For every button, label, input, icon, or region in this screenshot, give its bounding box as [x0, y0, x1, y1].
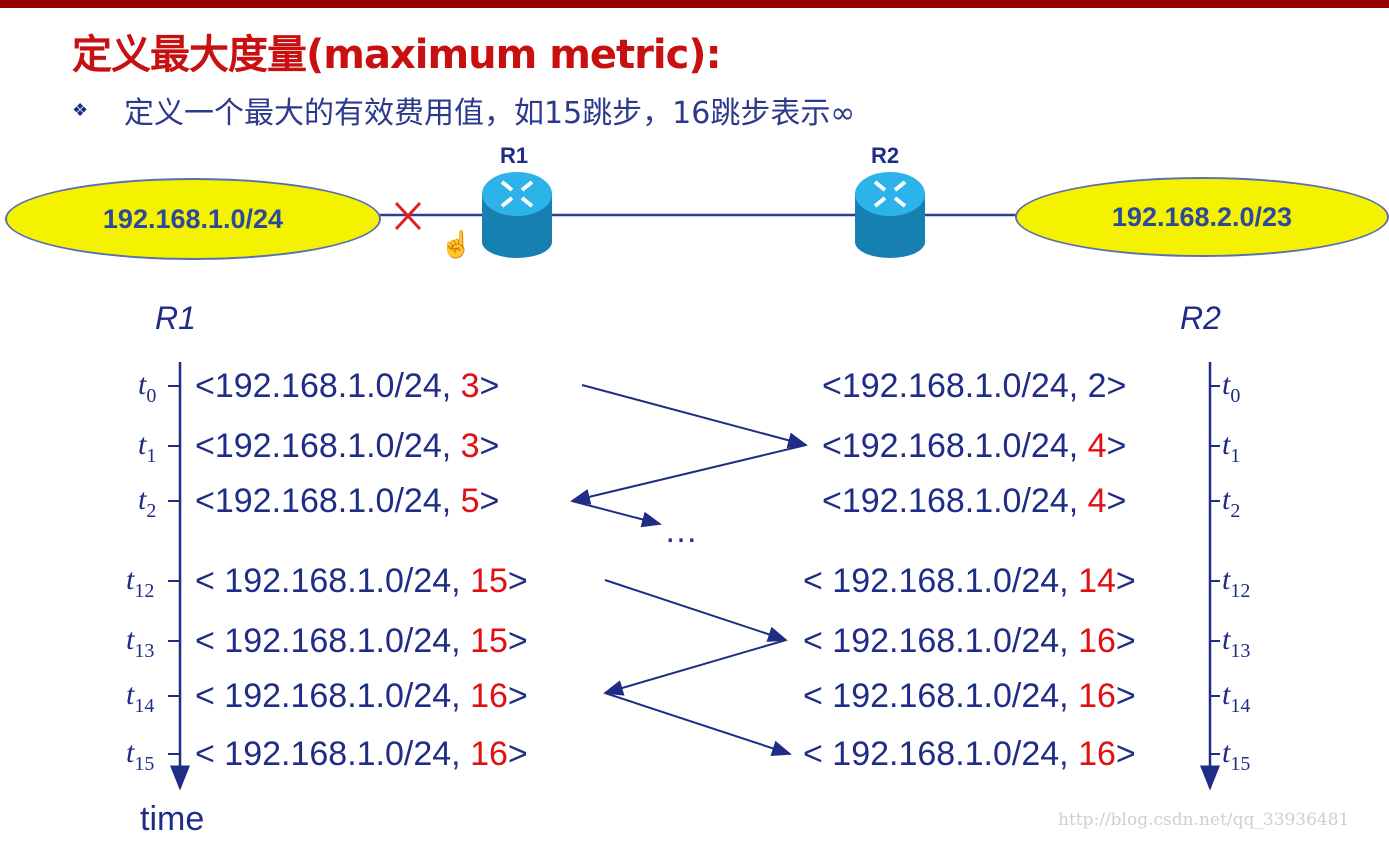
r2-route-entry: < 192.168.1.0/24, 16> — [803, 622, 1136, 660]
router2-label: R2 — [871, 143, 900, 168]
router-icon — [482, 172, 552, 258]
network-right: 192.168.2.0/23 — [1015, 177, 1389, 257]
r1-metric: 3 — [460, 367, 480, 405]
r1-route-entry: < 192.168.1.0/24, 16> — [195, 735, 528, 773]
r2-metric: 16 — [1078, 677, 1116, 715]
r1-route-entry: < 192.168.1.0/24, 16> — [195, 677, 528, 715]
r1-metric: 3 — [460, 427, 480, 465]
time-label-left: t15 — [126, 736, 155, 775]
time-label-right: t2 — [1222, 483, 1241, 522]
time-label-right: t15 — [1222, 736, 1251, 775]
time-label-left: t2 — [138, 483, 157, 522]
time-label-left: t12 — [126, 563, 155, 602]
time-label-right: t1 — [1222, 428, 1241, 467]
update-arrow — [604, 579, 788, 642]
ellipsis: … — [664, 512, 698, 550]
r1-route-entry: <192.168.1.0/24, 3> — [195, 427, 500, 465]
r1-metric: 5 — [460, 482, 480, 520]
update-arrow — [604, 692, 792, 756]
time-label-left: t1 — [138, 428, 157, 467]
network-left: 192.168.1.0/24 — [5, 178, 381, 260]
diamond-bullet-icon: ❖ — [72, 100, 89, 120]
update-arrow — [571, 500, 662, 528]
timeline-r1-label: R1 — [155, 300, 196, 336]
r1-route-entry: <192.168.1.0/24, 3> — [195, 367, 500, 405]
time-label-left: t14 — [126, 678, 155, 717]
router-icon — [855, 172, 925, 258]
r2-metric: 2 — [1087, 367, 1107, 405]
r1-metric: 16 — [470, 677, 508, 715]
r2-metric: 4 — [1087, 427, 1107, 465]
time-label-left: t13 — [126, 623, 155, 662]
update-arrow — [581, 384, 808, 449]
r2-route-entry: <192.168.1.0/24, 4> — [822, 427, 1127, 465]
r2-metric: 14 — [1078, 562, 1116, 600]
update-arrow — [603, 639, 787, 696]
watermark: http://blog.csdn.net/qq_33936481 — [1058, 810, 1350, 830]
time-label-right: t12 — [1222, 563, 1251, 602]
time-label-right: t14 — [1222, 678, 1251, 717]
slide-title: 定义最大度量(maximum metric): — [72, 32, 722, 78]
r2-metric: 4 — [1087, 482, 1107, 520]
r2-route-entry: <192.168.1.0/24, 4> — [822, 482, 1127, 520]
r1-metric: 15 — [470, 562, 508, 600]
time-label-right: t13 — [1222, 623, 1251, 662]
r2-route-entry: < 192.168.1.0/24, 14> — [803, 562, 1136, 600]
bullet-text: 定义一个最大的有效费用值，如15跳步，16跳步表示∞ — [124, 96, 856, 131]
timeline-r2-label: R2 — [1180, 300, 1221, 336]
r1-metric: 16 — [470, 735, 508, 773]
time-label-right: t0 — [1222, 368, 1241, 407]
update-arrow — [570, 444, 807, 505]
r2-metric: 16 — [1078, 622, 1116, 660]
r2-metric: 16 — [1078, 735, 1116, 773]
hand-cursor-icon: ☝ — [440, 229, 473, 259]
router1-label: R1 — [500, 143, 529, 168]
r2-route-entry: <192.168.1.0/24, 2> — [822, 367, 1127, 405]
r1-route-entry: < 192.168.1.0/24, 15> — [195, 562, 528, 600]
top-bar — [0, 0, 1389, 8]
link-broken-x-icon — [394, 201, 422, 231]
time-label-left: t0 — [138, 368, 157, 407]
r1-route-entry: <192.168.1.0/24, 5> — [195, 482, 500, 520]
r1-route-entry: < 192.168.1.0/24, 15> — [195, 622, 528, 660]
r1-metric: 15 — [470, 622, 508, 660]
r2-route-entry: < 192.168.1.0/24, 16> — [803, 735, 1136, 773]
r2-route-entry: < 192.168.1.0/24, 16> — [803, 677, 1136, 715]
time-axis-label: time — [140, 800, 205, 838]
